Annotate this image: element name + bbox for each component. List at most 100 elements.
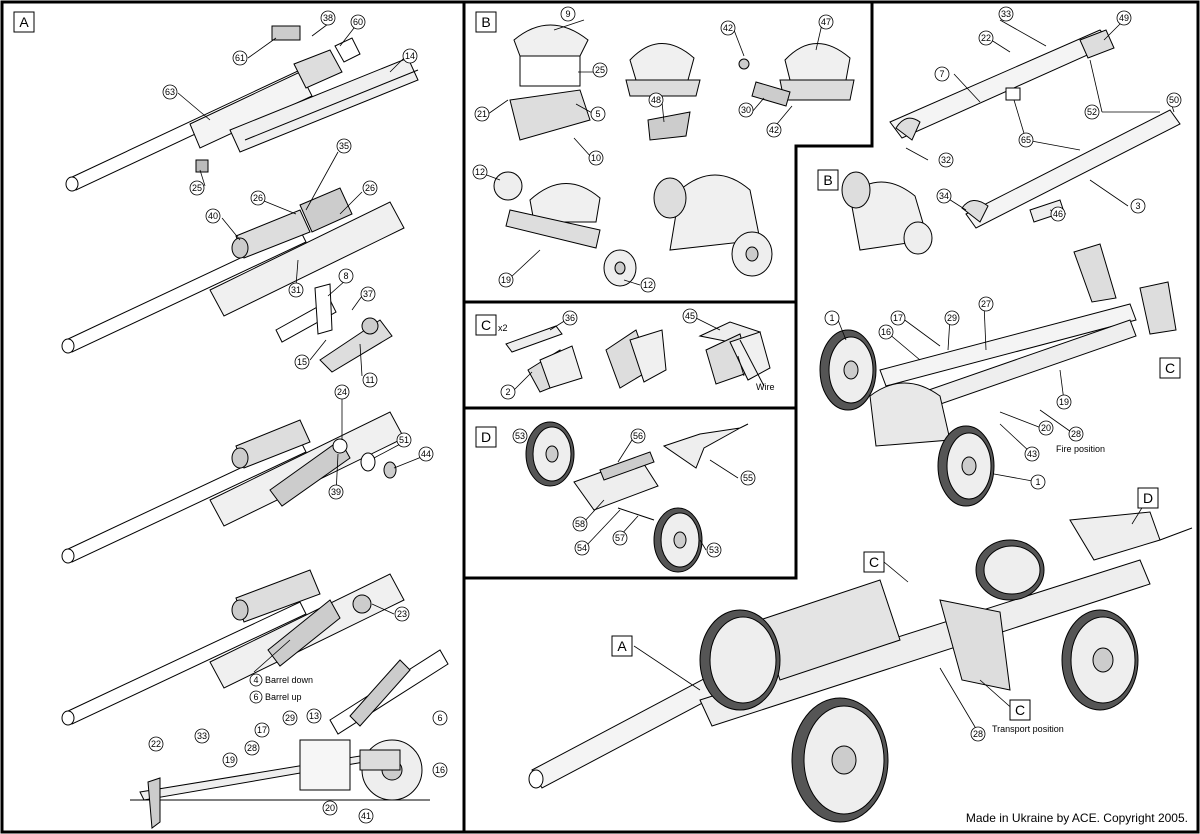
callout-circle (472, 164, 488, 180)
callout-number: 51 (399, 435, 409, 445)
callout-circle (998, 6, 1014, 22)
callout-number: 13 (309, 711, 319, 721)
part-callout: 51 (396, 432, 412, 448)
callout-circle (562, 310, 578, 326)
callout-number: 16 (881, 327, 891, 337)
svg-text:Wire: Wire (756, 382, 775, 392)
b-saddle-3 (738, 43, 855, 107)
callout-number: 26 (365, 183, 375, 193)
part-callout: 28 (1068, 426, 1084, 442)
callout-number: 60 (353, 17, 363, 27)
part-callout: 43 (1024, 446, 1040, 462)
part-callout: 26 (362, 180, 378, 196)
part-callout: 17 (890, 310, 906, 326)
callout-circle (706, 542, 722, 558)
part-callout: 25 (189, 180, 205, 196)
callout-number: 45 (685, 311, 695, 321)
callout-number: 28 (1071, 429, 1081, 439)
callout-circle (222, 752, 238, 768)
part-callout: 6 (432, 710, 448, 726)
part-callout: 38 (320, 10, 336, 26)
part-callout: 22 (148, 736, 164, 752)
part-callout: 22 (978, 30, 994, 46)
svg-text:6: 6 (253, 692, 258, 702)
part-callout: 40 (205, 208, 221, 224)
callout-circle (194, 728, 210, 744)
svg-text:C: C (481, 317, 491, 333)
section-d-drawings (525, 421, 749, 573)
part-callout: 58 (572, 516, 588, 532)
part-callout: 23 (394, 606, 410, 622)
callout-number: 49 (1119, 13, 1129, 23)
callout-circle (878, 324, 894, 340)
part-callout: 50 (1166, 92, 1182, 108)
callout-circle (1166, 92, 1182, 108)
callout-number: 22 (151, 739, 161, 749)
part-callout: 16 (878, 324, 894, 340)
callout-circle (362, 372, 378, 388)
callout-number: 32 (941, 155, 951, 165)
svg-text:Transport position: Transport position (992, 724, 1064, 734)
a-step1-barrel (65, 25, 419, 192)
transport-position-drawing (528, 511, 1193, 823)
svg-text:4: 4 (253, 675, 258, 685)
callout-circle (432, 762, 448, 778)
callout-number: 37 (363, 289, 373, 299)
callout-number: 52 (1087, 107, 1097, 117)
callout-number: 10 (591, 153, 601, 163)
callout-circle (288, 282, 304, 298)
callout-number: 5 (595, 109, 600, 119)
callout-circle (205, 208, 221, 224)
part-callout: 48 (648, 92, 664, 108)
callout-circle (320, 10, 336, 26)
part-callout: 3 (1130, 198, 1146, 214)
trail-assembly-drawings (841, 29, 1181, 335)
svg-text:C: C (1015, 702, 1025, 718)
callout-number: 42 (723, 23, 733, 33)
callout-circle (402, 48, 418, 64)
callout-number: 24 (337, 387, 347, 397)
trail-lower (961, 109, 1181, 229)
a-step3-barrel (61, 411, 405, 564)
part-callout: 7 (934, 66, 950, 82)
fire-position-drawing (819, 303, 1137, 507)
callout-circle (338, 268, 354, 284)
callout-number: 31 (291, 285, 301, 295)
part-callout: 5 (590, 106, 606, 122)
a-step4-barrel (61, 569, 405, 726)
section-a-label: A (13, 11, 35, 33)
d-wheel-1 (525, 421, 575, 487)
part-callout: 8 (338, 268, 354, 284)
copyright: Made in Ukraine by ACE. Copyright 2005. (966, 811, 1188, 825)
callout-number: 46 (1053, 209, 1063, 219)
part-callout: 34 (936, 188, 952, 204)
part-callout: 30 (738, 102, 754, 118)
callout-circle (1116, 10, 1132, 26)
callout-circle (978, 296, 994, 312)
part-callout: 33 (998, 6, 1014, 22)
callout-number: 38 (323, 13, 333, 23)
part-callout: 12 (640, 277, 656, 293)
callout-circle (1050, 206, 1066, 222)
callout-circle (189, 180, 205, 196)
callout-number: 26 (253, 193, 263, 203)
callout-number: 39 (331, 487, 341, 497)
part-callout: 9 (560, 6, 576, 22)
notes: 4 Barrel down 6 Barrel up Wire Fire posi… (249, 382, 1105, 734)
callout-number: 28 (973, 729, 983, 739)
svg-text:D: D (1143, 490, 1153, 506)
part-callout: 42 (766, 122, 782, 138)
section-b-drawings (493, 24, 855, 287)
part-callout: 13 (306, 708, 322, 724)
callout-circle (432, 710, 448, 726)
callout-circle (162, 84, 178, 100)
callout-number: 34 (939, 191, 949, 201)
part-callout: 19 (222, 752, 238, 768)
callout-number: 8 (343, 271, 348, 281)
callout-circle (244, 740, 260, 756)
part-callout: 11 (362, 372, 378, 388)
callout-circle (418, 446, 434, 462)
c-shield-assembled (605, 329, 667, 389)
callout-number: 61 (235, 53, 245, 63)
svg-text:C: C (1165, 360, 1175, 376)
